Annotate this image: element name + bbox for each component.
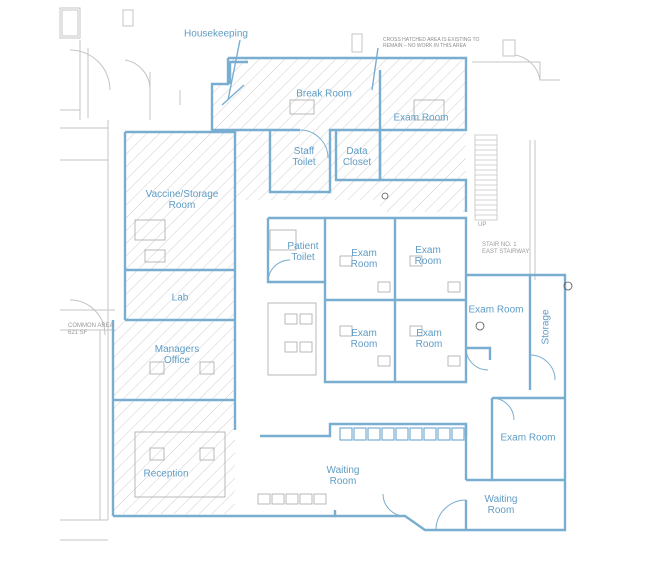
existing-to-remain-hatch bbox=[113, 58, 466, 514]
room-label-vaccine-storage: Vaccine/Storage Room bbox=[145, 189, 219, 211]
room-label-exam-room-7: Exam Room bbox=[500, 432, 556, 444]
reception-seating bbox=[339, 427, 465, 441]
room-label-waiting-room-2: Waiting Room bbox=[484, 494, 518, 516]
room-label-break-room: Break Room bbox=[296, 88, 352, 100]
room-label-staff-toilet: Staff Toilet bbox=[292, 146, 316, 168]
room-label-exam-room-3: Exam Room bbox=[414, 245, 442, 267]
leader-lines bbox=[221, 39, 379, 106]
room-label-lab: Lab bbox=[171, 292, 189, 304]
room-label-storage: Storage bbox=[540, 309, 552, 345]
new-walls bbox=[111, 56, 567, 532]
room-label-exam-room-1: Exam Room bbox=[393, 112, 449, 124]
room-label-waiting-room-1: Waiting Room bbox=[326, 465, 360, 487]
callout-markers bbox=[381, 192, 573, 331]
existing-area-note: CROSS HATCHED AREA IS EXISTING TO REMAIN… bbox=[383, 37, 480, 49]
room-label-patient-toilet: Patient Toilet bbox=[287, 241, 319, 263]
stair-up-label: UP bbox=[478, 222, 487, 228]
room-label-housekeeping: Housekeeping bbox=[184, 28, 248, 40]
common-area-label: COMMON AREA 621 SF bbox=[68, 323, 114, 336]
fixtures bbox=[134, 99, 461, 505]
room-label-exam-room-2: Exam Room bbox=[350, 248, 378, 270]
door-swings bbox=[267, 129, 556, 531]
room-label-exam-room-5: Exam Room bbox=[415, 328, 443, 350]
stair-label: STAIR NO. 1 EAST STAIRWAY bbox=[482, 242, 530, 255]
room-label-exam-room-6: Exam Room bbox=[468, 304, 524, 316]
room-label-managers-office: Managers Office bbox=[154, 344, 200, 366]
room-label-data-closet: Data Closet bbox=[342, 146, 372, 168]
existing-building-lines bbox=[59, 7, 560, 541]
room-label-reception: Reception bbox=[143, 468, 189, 480]
stair-treads bbox=[474, 134, 498, 221]
room-label-exam-room-4: Exam Room bbox=[350, 328, 378, 350]
